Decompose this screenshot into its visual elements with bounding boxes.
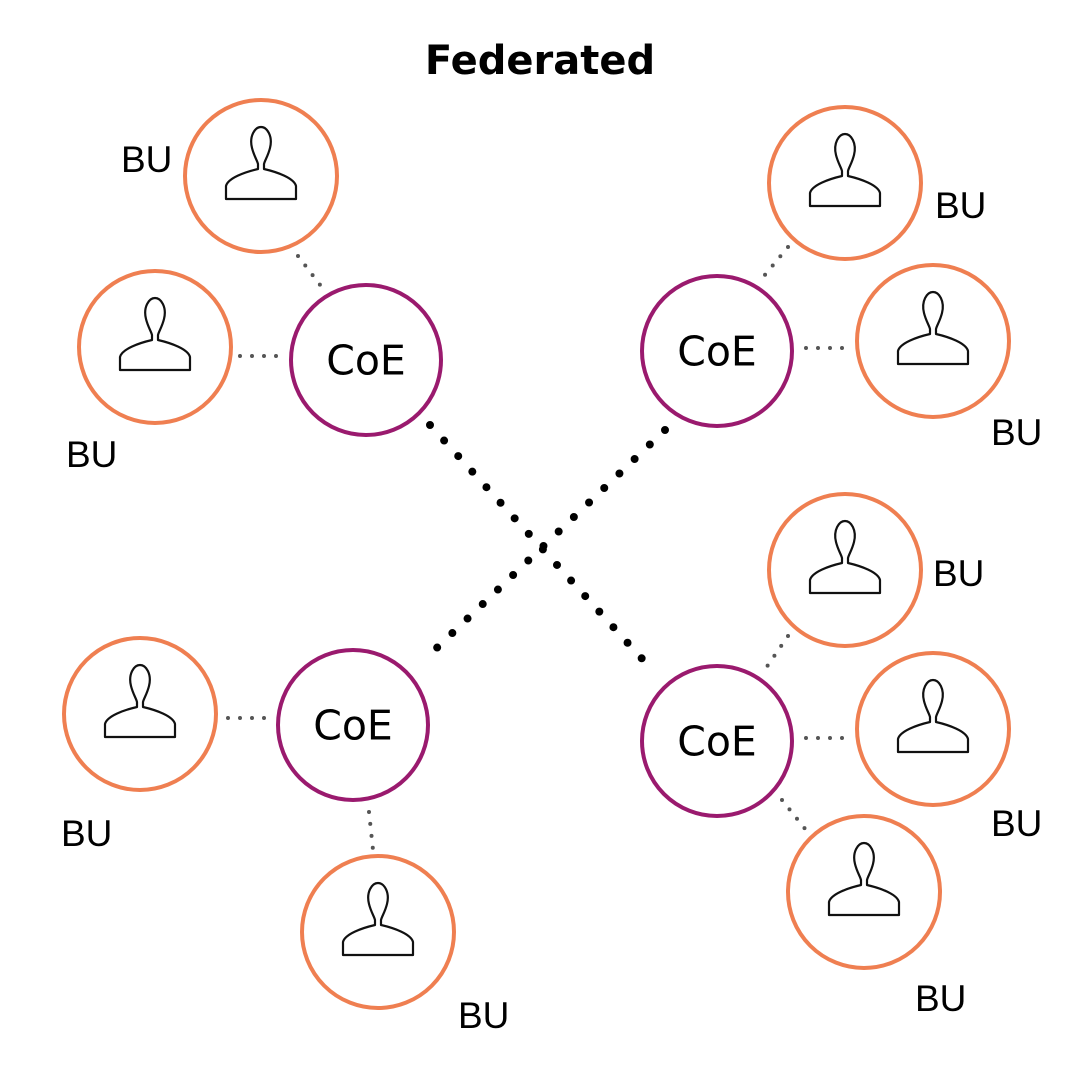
coe-node: CoE xyxy=(289,283,443,437)
bu-node xyxy=(183,98,339,254)
bu-node xyxy=(62,636,218,792)
bu-node xyxy=(767,105,923,261)
coe-node: CoE xyxy=(640,274,794,428)
coe-link-2 xyxy=(418,426,669,666)
bu-label: BU xyxy=(915,978,966,1019)
bu-label: BU xyxy=(458,995,509,1036)
coe-label: CoE xyxy=(326,336,406,384)
bu-label: BU xyxy=(991,803,1042,844)
coe-label: CoE xyxy=(677,717,757,765)
coe-node: CoE xyxy=(640,664,794,818)
bu-label: BU xyxy=(61,813,112,854)
bu-label: BU xyxy=(935,185,986,226)
bu-label: BU xyxy=(121,139,172,180)
bu-link xyxy=(780,798,808,832)
bu-node xyxy=(855,651,1011,807)
bu-link xyxy=(296,254,326,292)
diagram-title: Federated xyxy=(425,38,655,84)
links-layer xyxy=(226,245,848,852)
bu-link xyxy=(762,245,790,278)
bu-node xyxy=(786,814,942,970)
bu-label: BU xyxy=(991,412,1042,453)
bu-node xyxy=(767,492,923,648)
bu-link xyxy=(367,810,375,852)
bu-label: BU xyxy=(66,434,117,475)
bu-node xyxy=(77,269,233,425)
coe-label: CoE xyxy=(313,701,393,749)
coe-node: CoE xyxy=(276,648,430,802)
bu-label: BU xyxy=(933,553,984,594)
bu-link xyxy=(764,634,790,670)
bu-node xyxy=(300,854,456,1010)
bu-node xyxy=(855,263,1011,419)
coe-label: CoE xyxy=(677,327,757,375)
